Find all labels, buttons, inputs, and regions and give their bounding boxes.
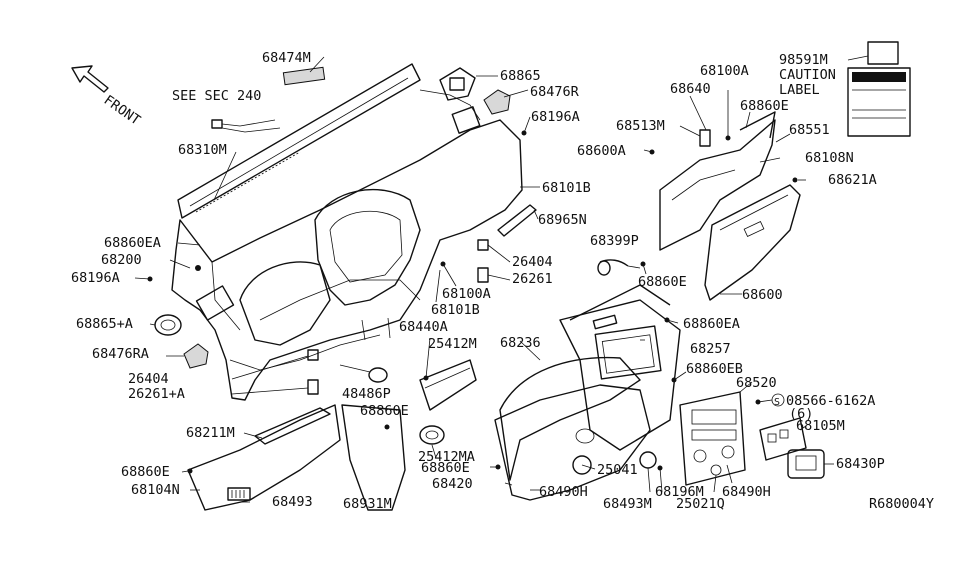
glovebox-frame-68108N [659,111,776,251]
label-68104N: 68104N [131,482,180,498]
label-98591M: 98591M [779,52,828,68]
label-68640: 68640 [670,81,711,97]
label-68211M: 68211M [186,425,235,441]
label-68860EA-left: 68860EA [104,235,161,251]
outlet-68430P [787,449,825,479]
harness-connector [211,119,281,133]
part-26261 [477,267,489,283]
switch-25412MA [419,425,445,445]
label-25412MA: 25412MA [418,449,475,465]
cluster-finisher-68236 [494,356,651,501]
label-68476R: 68476R [530,84,580,100]
instrument-panel-68200 [171,63,523,401]
label-68860E-mid: 68860E [360,403,409,419]
label-68200: 68200 [101,252,142,268]
label-68865: 68865 [500,68,541,84]
label-68860E-right: 68860E [638,274,687,290]
label-caution-line2: LABEL [779,82,820,98]
label-68440A: 68440A [399,319,448,335]
label-68860E-mid2: 68860E [421,460,470,476]
label-68100A-right: 68100A [700,63,749,79]
label-68490H-left: 68490H [539,484,588,500]
label-68860EB: 68860EB [686,361,743,377]
label-68257: 68257 [690,341,731,357]
label-68860E-topright: 68860E [740,98,789,114]
label-25412M: 25412M [428,336,477,352]
label-08566-qty: (6) [789,406,813,422]
label-68476RA: 68476RA [92,346,149,362]
label-26261A: 26261+A [128,386,185,402]
label-68105M: 68105M [796,418,845,434]
caution-label-image [847,41,911,137]
label-25041: 25041 [597,462,638,478]
label-68860EA-right: 68860EA [683,316,740,332]
label-25021Q: 25021Q [676,496,725,512]
label-26404-center: 26404 [512,254,553,270]
bracket-68440A [419,359,477,411]
grille-68474M [282,66,326,86]
label-68490H-right: 68490H [722,484,771,500]
label-68513M: 68513M [616,118,665,134]
label-68860E-lowerleft: 68860E [121,464,170,480]
front-label: FRONT [101,92,143,128]
label-see-sec: SEE SEC 240 [172,88,261,104]
label-68196A-left: 68196A [71,270,120,286]
knob-25041 [572,455,592,475]
label-26404-left: 26404 [128,371,169,387]
diagram-reference-code: R680004Y [869,496,934,512]
label-08566-6162A: 08566-6162A [786,393,875,409]
label-68430P: 68430P [836,456,885,472]
label-caution-line1: CAUTION [779,67,836,83]
label-68420: 68420 [432,476,473,492]
trim-68476R [483,89,511,115]
label-68520: 68520 [736,375,777,391]
bracket-68640 [699,129,711,147]
label-68310M: 68310M [178,142,227,158]
lower-panel-68104N [187,404,341,511]
label-68931M: 68931M [343,496,392,512]
label-68399P: 68399P [590,233,639,249]
vent-68865A [154,314,182,336]
connector-68399P [597,260,611,276]
part-26261A [307,379,319,395]
label-26261: 26261 [512,271,553,287]
bolt-symbol-icon: S [771,393,785,408]
panel-68520 [679,391,746,486]
svg-text:S: S [774,397,780,408]
glovebox-68600 [704,184,801,301]
cap-25021Q [710,464,722,476]
label-68600: 68600 [742,287,783,303]
part-26404-left [307,349,319,361]
label-68236: 68236 [500,335,541,351]
label-68474M: 68474M [262,50,311,66]
label-68196A-top: 68196A [531,109,580,125]
label-48486P: 48486P [342,386,391,402]
switch-panel-68105M [759,417,807,461]
label-68100A-center: 68100A [442,286,491,302]
trim-68476RA [183,343,209,369]
cap-68493M [639,451,657,469]
label-68493M: 68493M [603,496,652,512]
label-68493: 68493 [272,494,313,510]
label-68965N: 68965N [538,212,587,228]
label-68865A: 68865+A [76,316,133,332]
cover-68211M [254,407,331,445]
switch-48486P [339,364,388,383]
bracket-68965N [497,204,537,237]
label-68101B-right: 68101B [542,180,591,196]
center-stack-68257 [559,284,681,451]
label-68551: 68551 [789,122,830,138]
label-68196M: 68196M [655,484,704,500]
part-26404-center [477,239,489,251]
label-68108N: 68108N [805,150,854,166]
label-68600A: 68600A [577,143,626,159]
label-68101B-center: 68101B [431,302,480,318]
cover-68931M [341,404,406,511]
leader-lines [134,55,869,503]
vent-68865 [439,67,476,101]
front-arrow-icon [71,65,109,93]
label-68621A: 68621A [828,172,877,188]
